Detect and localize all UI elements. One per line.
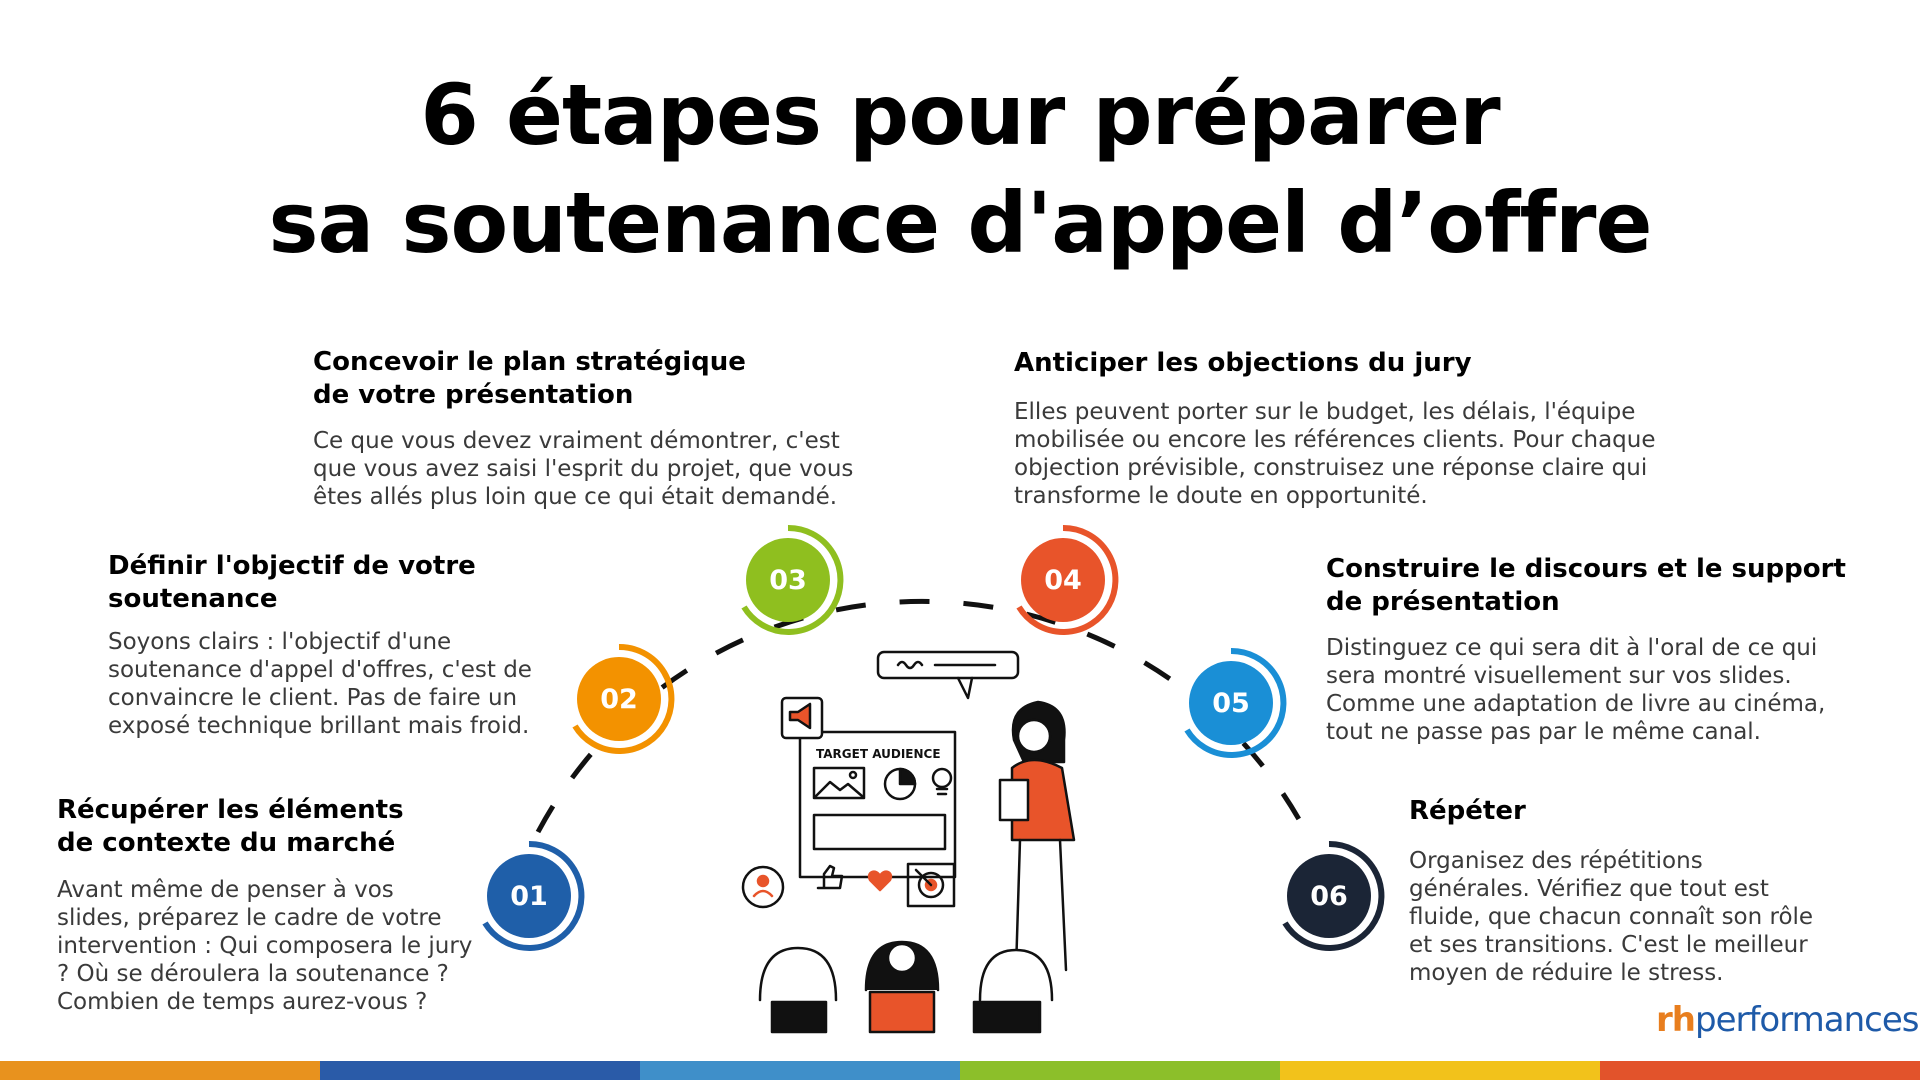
board-text-box [812, 813, 947, 851]
board-label: TARGET AUDIENCE [816, 747, 941, 761]
bottom-bar-segment [320, 1061, 640, 1080]
step-02-badge: 02 [561, 641, 677, 757]
step-05-description: Distinguez ce qui sera dit à l'oral de c… [1326, 635, 1826, 745]
speech-bubble-icon [876, 650, 1020, 700]
page-title-line1: 6 étapes pour préparer [420, 66, 1500, 164]
step-04-badge: 04 [1005, 522, 1121, 638]
audience-figures [758, 940, 1054, 1034]
presentation-board [798, 730, 957, 879]
target-icon [906, 862, 956, 908]
bottom-bar-segment [1600, 1061, 1920, 1080]
presentation-illustration: TARGET AUDIENCE [741, 650, 1076, 1034]
pie-chart-icon [883, 767, 917, 801]
page-title-line2: sa soutenance d'appel d’offre [268, 174, 1653, 272]
bottom-bar-segment [640, 1061, 960, 1080]
rh-performances-logo: rhperformances [1656, 1000, 1919, 1040]
step-01-badge: 01 [471, 838, 587, 954]
step-04-description: Elles peuvent porter sur le budget, les … [1014, 399, 1656, 509]
step-03-badge: 03 [730, 522, 846, 638]
step-05-badge: 05 [1173, 645, 1289, 761]
presenter-figure [998, 700, 1076, 972]
heart-icon [867, 870, 893, 892]
thumbs-up-icon [816, 864, 844, 890]
bottom-bar-segment [1280, 1061, 1600, 1080]
lightbulb-icon [931, 767, 953, 796]
bottom-bar-segment [0, 1061, 320, 1080]
bottom-bar-segment [960, 1061, 1280, 1080]
step-06-badge: 06 [1271, 838, 1387, 954]
bottom-color-bar [0, 1061, 1920, 1080]
image-icon [812, 766, 866, 800]
megaphone-icon [780, 696, 824, 740]
step-03-description: Ce que vous devez vraiment démontrer, c'… [313, 428, 854, 510]
user-icon [741, 865, 785, 909]
step-04-title: Anticiper les objections du jury [1014, 348, 1472, 378]
step-06-title: Répéter [1409, 796, 1526, 826]
